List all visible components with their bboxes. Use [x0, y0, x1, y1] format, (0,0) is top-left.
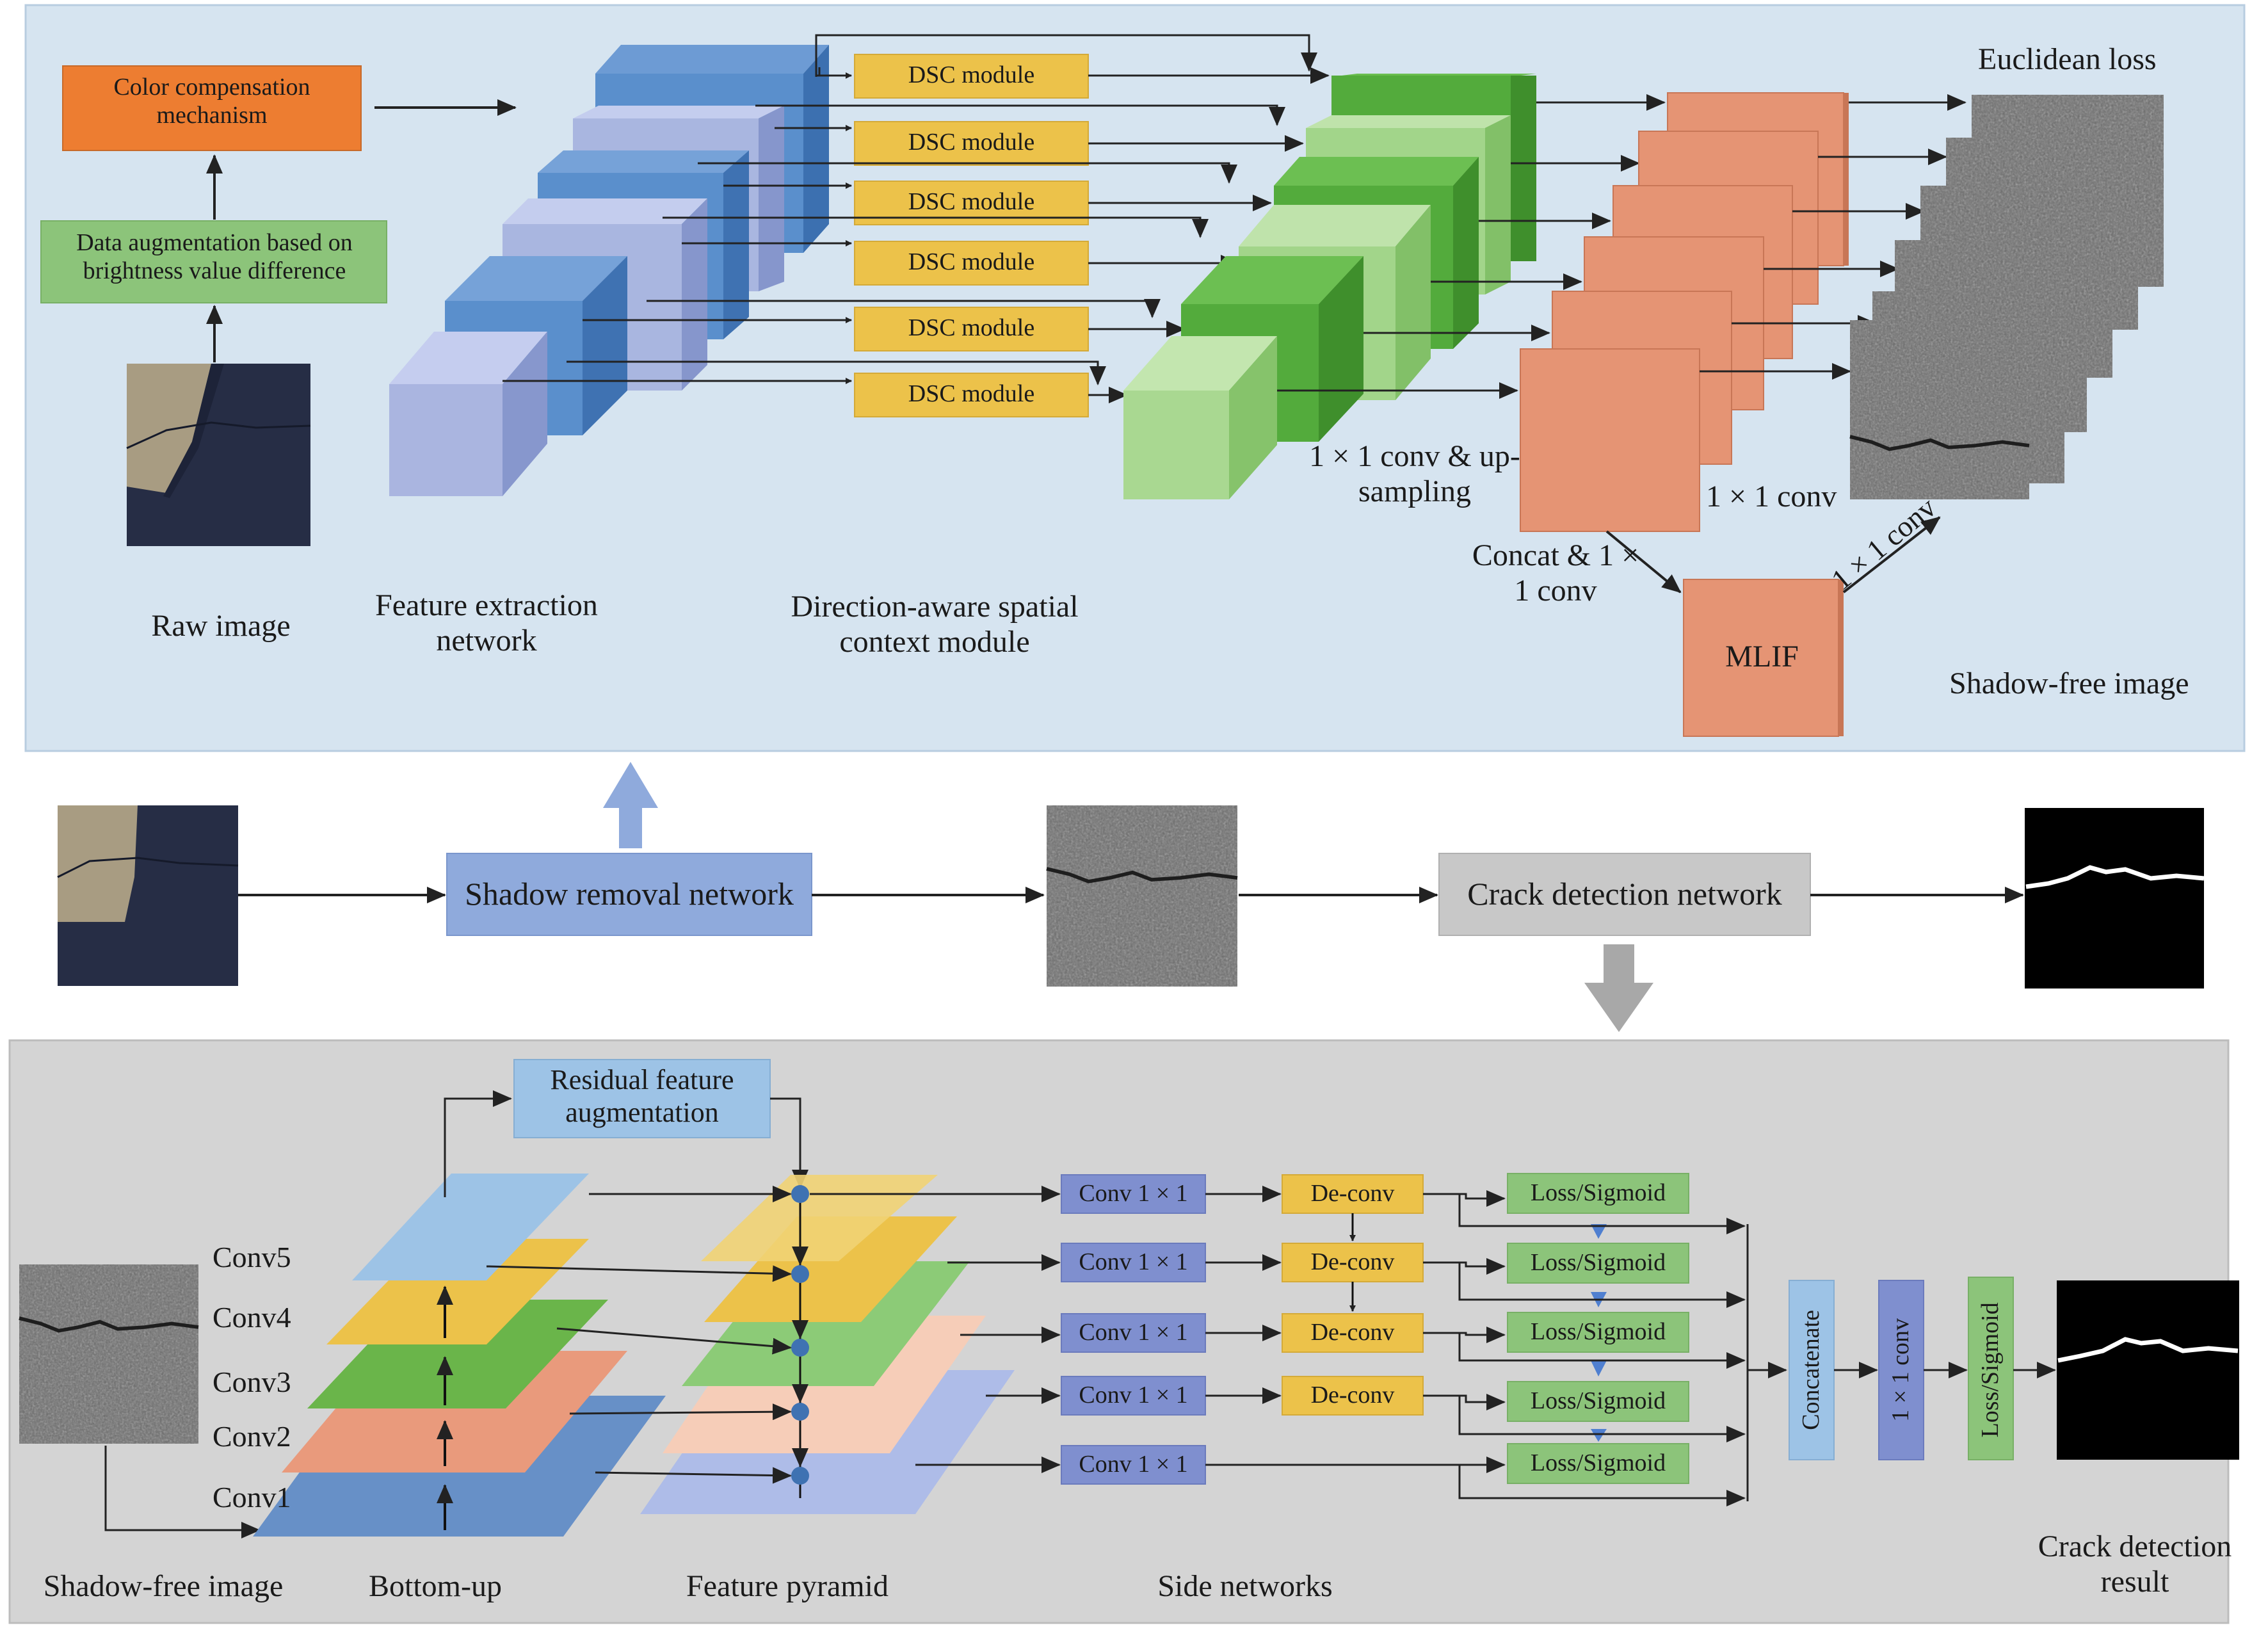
- bottom-up-conv3: [307, 1300, 608, 1408]
- salmon-to-output-arrows: [1700, 94, 1966, 380]
- salmon-stack: [1520, 92, 1849, 532]
- arrow-to-mlif: [1605, 530, 1682, 593]
- arrow-mlif-to-output: [1842, 516, 1941, 593]
- color-compensation-box: [62, 65, 362, 151]
- feature-pyramid-label: Feature pyramid: [686, 1569, 889, 1603]
- arrow-up-to-top-panel: [603, 762, 658, 848]
- side-conv-2-label: Conv 1 × 1: [1079, 1248, 1188, 1275]
- dsc-module-5-label: DSC module: [908, 314, 1035, 341]
- feature-pyramid-layers: [640, 1175, 1015, 1514]
- loss-2-label: Loss/Sigmoid: [1530, 1249, 1666, 1276]
- mlif-box: [1683, 579, 1839, 737]
- concat-conv-label: Concat & 1 × 1 conv: [1472, 538, 1639, 608]
- loss-3-label: Loss/Sigmoid: [1530, 1318, 1666, 1345]
- conv-to-deconv-arrows: [1205, 1186, 1282, 1404]
- dsc-module-2: [854, 121, 1089, 166]
- dsc-module-1-label: DSC module: [908, 61, 1035, 88]
- upsampling-cubes: [1123, 74, 1536, 499]
- final-conv-box: [1878, 1280, 1924, 1460]
- deconv-to-loss-arrows: [1205, 1190, 1506, 1473]
- side-conv-3-label: Conv 1 × 1: [1079, 1319, 1188, 1346]
- mlif-label: MLIF: [1725, 640, 1799, 674]
- shadow-free-top-label: Shadow-free image: [1949, 666, 2189, 700]
- dsc-module-3-label: DSC module: [908, 188, 1035, 215]
- residual-feature-label: Residual feature augmentation: [550, 1064, 734, 1128]
- deconv-4-label: De-conv: [1310, 1382, 1395, 1408]
- conv1-label: Conv1: [213, 1481, 291, 1513]
- final-conv-label: 1 × 1 conv: [1887, 1318, 1915, 1422]
- diag-conv-label: 1 × 1 conv: [1825, 490, 1942, 597]
- feature-to-dsc-arrows: [503, 72, 852, 384]
- dsc-module-5: [854, 307, 1089, 351]
- pyramid-level-4: [704, 1216, 957, 1322]
- bottom-up-label: Bottom-up: [368, 1569, 502, 1603]
- loss-5-label: Loss/Sigmoid: [1530, 1449, 1666, 1476]
- final-loss-box: [1968, 1277, 2014, 1460]
- raw-image: [126, 364, 311, 546]
- bottom-up-conv5: [352, 1174, 589, 1280]
- side-conv-4-label: Conv 1 × 1: [1079, 1382, 1188, 1408]
- conv2-label: Conv2: [213, 1420, 291, 1453]
- pyramid-level-3: [682, 1261, 970, 1386]
- shadow-free-bottom-label: Shadow-free image: [43, 1569, 284, 1603]
- feature-extraction-label: Feature extraction network: [375, 588, 598, 658]
- residual-feature-box: [513, 1059, 771, 1138]
- deconv-2-label: De-conv: [1310, 1248, 1395, 1275]
- crack-detection-network-label: Crack detection network: [1467, 876, 1782, 912]
- raw-image-label: Raw image: [151, 609, 291, 643]
- deconv-1-label: De-conv: [1310, 1180, 1395, 1207]
- dsc-module-4: [854, 241, 1089, 286]
- arrow-residual-to-pyramid: [770, 1097, 808, 1189]
- loss-1-label: Loss/Sigmoid: [1530, 1179, 1666, 1206]
- color-compensation-label: Color compensation mechanism: [113, 74, 310, 129]
- final-loss-label: Loss/Sigmoid: [1977, 1302, 2004, 1438]
- conv5-label: Conv5: [213, 1241, 291, 1273]
- dsc-module-6: [854, 373, 1089, 417]
- dsc-module-2-label: DSC module: [908, 129, 1035, 156]
- bottom-up-layers: [253, 1174, 666, 1537]
- shadow-removal-network-box: [446, 853, 812, 936]
- deconv-3-label: De-conv: [1310, 1319, 1395, 1346]
- dsc-section-label: Direction-aware spatial context module: [791, 590, 1079, 659]
- one-by-one-conv-label: 1 × 1 conv: [1706, 480, 1837, 513]
- side-conv-1-label: Conv 1 × 1: [1079, 1180, 1188, 1207]
- conv4-label: Conv4: [213, 1301, 291, 1334]
- data-augmentation-box: [40, 220, 387, 303]
- dsc-module-1: [854, 54, 1089, 99]
- green-to-salmon-arrows: [1277, 94, 1666, 399]
- dsc-to-green-arrows: [1088, 67, 1330, 403]
- arrow-down-to-bottom-panel: [1584, 944, 1653, 1032]
- side-networks-label: Side networks: [1157, 1569, 1333, 1603]
- side-conv-5-label: Conv 1 × 1: [1079, 1451, 1188, 1478]
- data-augmentation-label: Data augmentation based on brightness va…: [76, 229, 353, 284]
- arrow-input-to-conv1: [104, 1446, 261, 1538]
- concatenate-box: [1789, 1280, 1835, 1460]
- conv3-label: Conv3: [213, 1366, 291, 1398]
- dsc-module-6-label: DSC module: [908, 380, 1035, 407]
- skip-arrows: [567, 34, 1317, 385]
- pipeline-result-image: [2025, 808, 2205, 988]
- euclidean-loss-label: Euclidean loss: [1978, 42, 2157, 76]
- arrow-conv5-to-residual: [444, 1090, 512, 1197]
- deconv-boxes: [1282, 1174, 1424, 1416]
- fusion-lines: [1458, 1194, 1787, 1506]
- crack-detection-result-label: Crack detection result: [2038, 1529, 2232, 1599]
- pipeline-input-image: [57, 805, 239, 986]
- dsc-module-4-label: DSC module: [908, 248, 1035, 275]
- shadow-removal-network-label: Shadow removal network: [465, 876, 794, 912]
- bottom-up-conv4: [326, 1239, 589, 1344]
- pyramid-to-side-arrows: [810, 1186, 1061, 1473]
- detection-result-image: [2057, 1280, 2239, 1460]
- concatenate-label: Concatenate: [1798, 1309, 1825, 1430]
- bottom-up-to-pyramid-arrows: [486, 1186, 792, 1484]
- pyramid-level-5: [701, 1175, 938, 1261]
- side-loss-boxes: [1507, 1173, 1689, 1484]
- loss-4-label: Loss/Sigmoid: [1530, 1387, 1666, 1414]
- conv-upsampling-label: 1 × 1 conv & up-sampling: [1309, 439, 1520, 509]
- pyramid-nodes: [791, 1185, 809, 1485]
- side-conv-boxes: [1061, 1174, 1206, 1485]
